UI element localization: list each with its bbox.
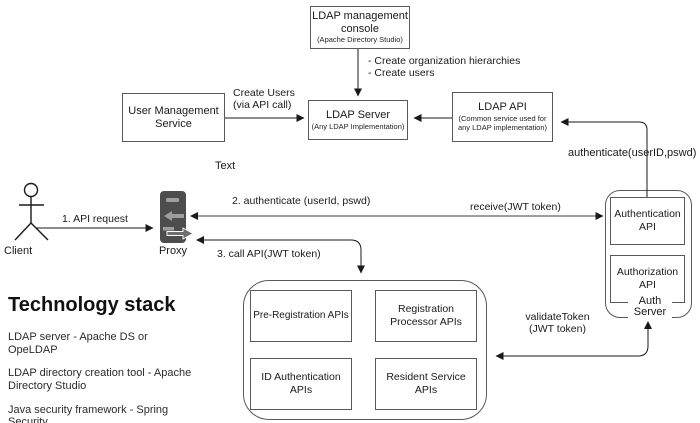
edge-label-validate-token-line2: (JWT token) <box>529 323 586 335</box>
technology-stack-heading: Technology stack <box>8 294 176 316</box>
node-title: Resident Service APIs <box>386 371 466 396</box>
node-ldap-api: LDAP API (Common service used for any LD… <box>452 92 553 142</box>
node-registration-processor-apis: Registration Processor APIs <box>375 290 477 342</box>
node-subtitle: (Apache Directory Studio) <box>317 35 403 45</box>
node-title: LDAP Server <box>326 108 390 121</box>
node-title: LDAP management console <box>312 10 408 35</box>
node-subtitle-line2: any LDAP implementation) <box>457 123 548 133</box>
node-title: Registration Processor APIs <box>390 303 462 328</box>
node-ldap-server: LDAP Server (Any LDAP Implementation) <box>308 100 408 140</box>
node-pre-registration-apis: Pre-Registration APIs <box>250 290 352 342</box>
node-id-authentication-apis: ID Authentication APIs <box>250 358 352 410</box>
client-person-icon <box>14 182 49 241</box>
arrowhead-into-proxy-lower <box>196 236 204 244</box>
node-user-management-service: User Management Service <box>122 93 225 142</box>
node-subtitle-line1: (Common service used for <box>458 113 547 123</box>
node-title: LDAP API <box>478 101 527 114</box>
label-client: Client <box>4 245 33 257</box>
node-title: ID Authentication APIs <box>261 371 341 396</box>
node-title: Pre-Registration APIs <box>253 310 349 321</box>
node-authentication-api: Authentication API <box>610 197 685 245</box>
node-resident-service-apis: Resident Service APIs <box>375 358 477 410</box>
edge-label-create-users-line1: Create Users <box>233 87 295 99</box>
edge-label-api-request: 1. API request <box>62 213 128 225</box>
node-title: Authentication API <box>614 208 681 233</box>
edge-label-create-users-item: - Create users <box>368 67 435 79</box>
edge-label-authenticate-step2: 2. authenticate (userId, pswd) <box>232 195 371 207</box>
tech-stack-item-ldap-server: LDAP server - Apache DS or OpeLDAP <box>8 331 148 356</box>
edge-label-create-users-line2: (via API call) <box>233 99 292 111</box>
proxy-server-icon <box>160 191 194 243</box>
node-subtitle: (Any LDAP Implementation) <box>311 121 405 131</box>
label-proxy: Proxy <box>158 245 188 257</box>
tech-stack-item-directory-tool: LDAP directory creation tool - Apache Di… <box>8 367 192 392</box>
edge-label-validate-token-line1: validateToken <box>525 311 590 323</box>
edge-label-receive-token: receive(JWT token) <box>470 201 561 213</box>
node-ldap-management-console: LDAP management console (Apache Director… <box>310 6 410 49</box>
edge-label-call-api-step3: 3. call API(JWT token) <box>217 248 321 260</box>
technology-stack-section: Technology stack LDAP server - Apache DS… <box>8 294 208 423</box>
edge-label-text: Text <box>215 160 236 172</box>
edge-label-create-org-hierarchies: - Create organization hierarchies <box>368 55 521 67</box>
edge-label-authenticate-upper: authenticate(userID,pswd) <box>568 147 697 159</box>
arrowhead-into-proxy-upper <box>190 212 198 220</box>
label-auth-server: Auth Server <box>628 296 672 318</box>
node-title: User Management Service <box>128 104 219 130</box>
node-title: Authorization API <box>616 266 679 291</box>
node-authorization-api: Authorization API <box>610 255 685 303</box>
tech-stack-item-java-framework: Java security framework - Spring Securit… <box>8 403 169 423</box>
arrowhead-into-auth-server <box>644 321 652 329</box>
